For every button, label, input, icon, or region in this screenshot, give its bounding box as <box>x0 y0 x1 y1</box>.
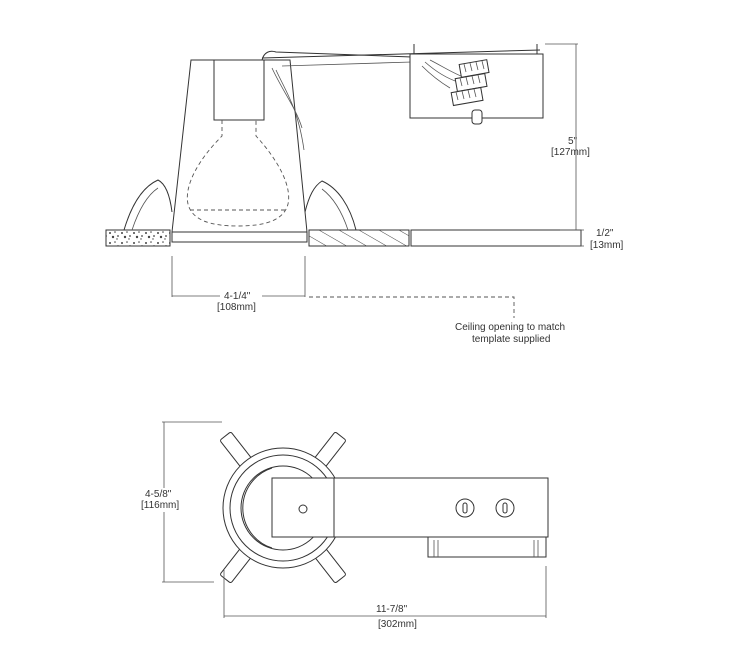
dim-height-metric: [127mm] <box>551 147 590 158</box>
mounting-clip-left-inner <box>131 187 159 231</box>
lamp-socket <box>213 59 265 121</box>
dim-plan-length-imperial: 11-7/8" <box>376 604 408 615</box>
mounting-clip-right-inner <box>321 188 349 231</box>
plate-screw-hole <box>298 504 308 514</box>
dim-height-imperial: 5" <box>568 136 578 147</box>
mounting-clip-left <box>123 179 173 231</box>
annotation-line-1: Ceiling opening to match <box>455 322 565 333</box>
plan-view: 4-5/8" [116mm] 11-7/8" [302mm] <box>141 421 549 630</box>
dim-thickness-metric: [13mm] <box>590 240 624 251</box>
mounting-clip-right <box>304 180 357 231</box>
conduit-top <box>261 49 541 59</box>
conduit-arm-lower <box>281 61 413 67</box>
dim-opening-metric: [108mm] <box>217 302 256 313</box>
aperture-arc-visible <box>242 467 273 549</box>
dim-plan-height-metric: [116mm] <box>141 500 179 511</box>
dim-plan-length-metric: [302mm] <box>378 619 417 630</box>
annotation-leader <box>309 296 515 318</box>
knockout-2 <box>495 498 515 518</box>
annotation-line-2: template supplied <box>472 334 550 345</box>
knockout-1 <box>455 498 475 518</box>
ceiling-section-far-right <box>410 229 582 247</box>
wire-bundle <box>271 67 305 151</box>
plate-mask <box>273 479 334 536</box>
plan-junction-box <box>427 536 547 558</box>
ceiling-section-right <box>308 229 410 247</box>
dim-plan-height-imperial: 4-5/8" <box>145 489 172 500</box>
dim-thickness-imperial: 1/2" <box>596 228 614 239</box>
wire-connectors <box>421 59 490 125</box>
side-elevation-view: 5" [127mm] 1/2" [13mm] 4-1/4" [108mm] Ce… <box>105 43 624 345</box>
dim-opening-imperial: 4-1/4" <box>224 291 251 302</box>
lamp-outline <box>186 120 290 227</box>
ceiling-section-left <box>105 229 171 247</box>
